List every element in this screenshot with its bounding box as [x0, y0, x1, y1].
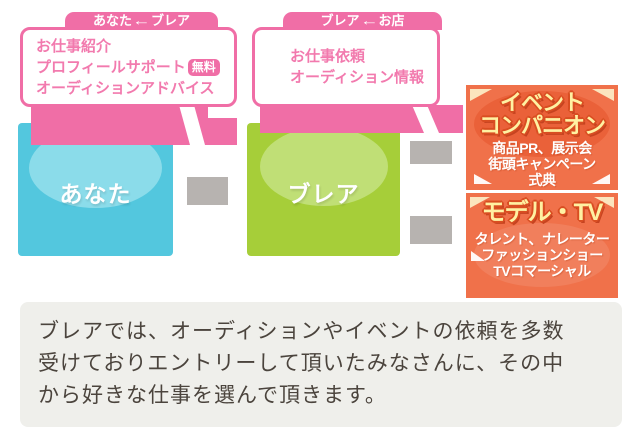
tail-notch	[179, 105, 205, 145]
category-title: イベント コンパニオン	[466, 91, 618, 137]
shine-decor	[471, 251, 485, 261]
shine-decor	[474, 174, 492, 184]
category-title-line: コンパニオン	[478, 113, 606, 138]
category-item: TVコマーシャル	[493, 263, 591, 279]
tab-from-label: ブレア	[320, 13, 360, 28]
bubble-line: お仕事依頼	[290, 48, 366, 65]
shine-decor	[592, 174, 610, 184]
tab-to-label: お店	[378, 13, 405, 28]
category-event-companion-card: イベント コンパニオン 商品PR、展示会 街頭キャンペーン 式典	[466, 85, 618, 190]
bubble-line: オーディションアドバイス	[36, 79, 215, 97]
shine-decor	[594, 197, 614, 208]
bubble-brea-tab: ブレア←お店	[283, 12, 442, 30]
bubble-line-text: プロフィールサポート	[36, 58, 186, 76]
connector-brea-event	[410, 141, 452, 164]
category-item: 商品PR、展示会	[492, 140, 592, 156]
bubble-you-tab: あなた←ブレア	[65, 12, 218, 30]
bubble-you-body: お仕事紹介 プロフィールサポート無料 オーディションアドバイス	[20, 27, 237, 107]
actor-brea-dome	[260, 127, 388, 206]
card-blob	[474, 223, 610, 287]
connector-you-brea	[187, 177, 228, 205]
category-items: 商品PR、展示会 街頭キャンペーン 式典	[466, 140, 618, 188]
category-item: 街頭キャンペーン	[488, 156, 596, 172]
card-blob	[474, 91, 610, 157]
free-badge: 無料	[187, 58, 220, 76]
category-item: タレント、ナレーター	[474, 231, 610, 247]
actor-brea-label: ブレア	[287, 181, 360, 207]
speech-tail-band-you	[31, 105, 237, 145]
left-arrow-icon: ←	[359, 13, 379, 28]
shine-decor	[470, 197, 490, 208]
bubble-line: オーディション情報	[290, 69, 424, 86]
bubble-brea-body: お仕事依頼 オーディション情報	[252, 27, 440, 107]
category-item: 式典	[528, 172, 557, 188]
category-title: モデル・TV	[481, 199, 604, 226]
bubble-line: お仕事紹介	[36, 37, 112, 55]
band-corner-cut	[208, 105, 237, 118]
category-model-tv-card: モデル・TV タレント、ナレーター ファッションショー TVコマーシャル	[466, 193, 618, 298]
category-title-line: イベント	[499, 90, 585, 115]
speech-tail-band-brea	[260, 105, 463, 133]
actor-brea-box: ブレア	[247, 123, 400, 256]
description-panel: ブレアでは、オーディションやイベントの依頼を多数受けておりエントリーして頂いたみ…	[20, 302, 622, 427]
bubble-line: プロフィールサポート無料	[36, 57, 234, 78]
actor-you-label: あなた	[59, 181, 132, 207]
left-arrow-icon: ←	[132, 13, 151, 28]
connector-brea-model	[410, 216, 452, 244]
category-item: ファッションショー	[481, 247, 603, 263]
tab-to-label: ブレア	[151, 13, 191, 28]
category-items: タレント、ナレーター ファッションショー TVコマーシャル	[466, 231, 618, 279]
tab-from-label: あなた	[92, 13, 132, 28]
description-text: ブレアでは、オーディションやイベントの依頼を多数受けておりエントリーして頂いたみ…	[38, 320, 565, 407]
tail-notch	[412, 105, 439, 133]
